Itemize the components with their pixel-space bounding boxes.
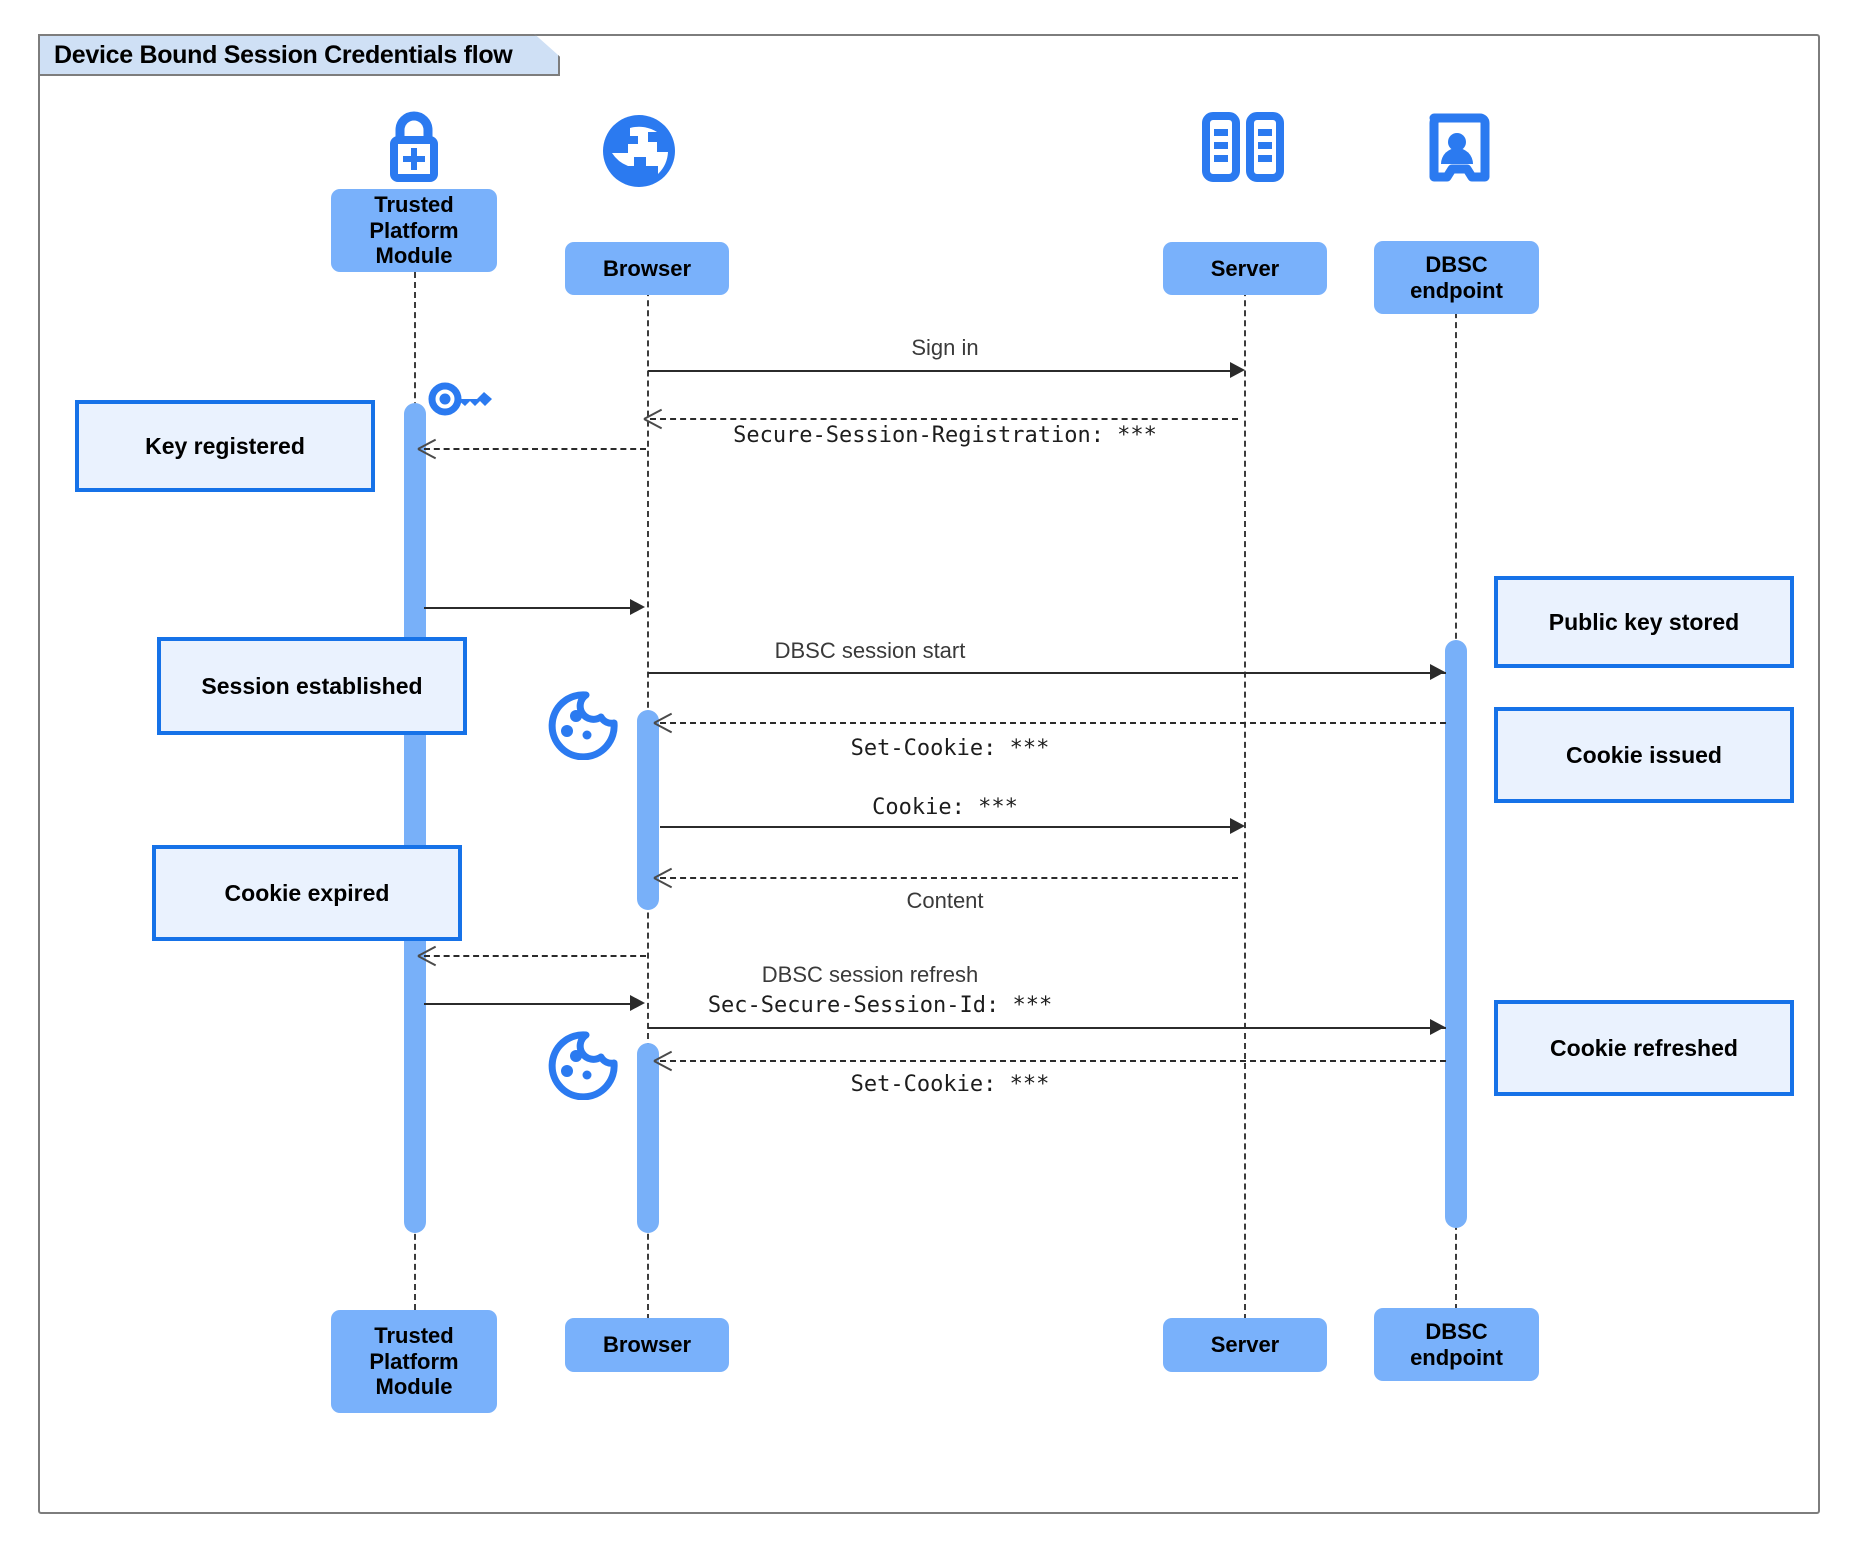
server-rack-icon: [1197, 112, 1289, 187]
participant-dbsc-bottom[interactable]: DBSC endpoint: [1374, 1308, 1539, 1381]
message-label-secure-session-registration: Secure-Session-Registration: ***: [733, 423, 1157, 448]
activation-bar-tpm: [404, 403, 426, 1233]
message-label-set-cookie-2: Set-Cookie: ***: [850, 1072, 1050, 1097]
arrowhead-tpm-sign-refresh: [630, 995, 645, 1011]
activation-bar-browser-1: [637, 710, 659, 910]
frame-title-tab: Device Bound Session Credentials flow: [38, 34, 560, 76]
participant-label: DBSC endpoint: [1410, 1318, 1503, 1370]
id-badge-icon: [1424, 112, 1490, 193]
cookie-icon: [546, 1030, 618, 1105]
cookie-icon: [546, 690, 618, 765]
participant-server-top[interactable]: Server: [1163, 242, 1327, 295]
lifeline-server: [1244, 250, 1246, 1320]
activation-bar-browser-2: [637, 1043, 659, 1233]
message-label-sec-secure-session-id: Sec-Secure-Session-Id: ***: [707, 993, 1053, 1018]
message-line-content: [660, 877, 1238, 879]
participant-browser-bottom[interactable]: Browser: [565, 1318, 729, 1372]
participant-label: Trusted Platform Module: [369, 191, 459, 269]
participant-label: Browser: [602, 1332, 692, 1358]
note-text: Public key stored: [1548, 608, 1740, 635]
note-text: Cookie refreshed: [1550, 1034, 1738, 1061]
arrowhead-set-cookie-1: [654, 709, 672, 735]
message-line-register-key-to-tpm: [424, 448, 646, 450]
globe-icon: [600, 112, 678, 195]
note-text: Cookie issued: [1566, 741, 1722, 768]
message-line-dbsc-session-start: [648, 672, 1446, 674]
participant-tpm-top[interactable]: Trusted Platform Module: [331, 189, 497, 272]
participant-dbsc-top[interactable]: DBSC endpoint: [1374, 241, 1539, 314]
message-line-sign-in: [648, 370, 1238, 372]
note-public-key-stored: Public key stored: [1494, 576, 1794, 668]
activation-bar-dbsc: [1445, 640, 1467, 1228]
note-session-established: Session established: [157, 637, 467, 735]
participant-label: Browser: [602, 255, 692, 281]
message-line-set-cookie-1: [660, 722, 1446, 724]
note-cookie-refreshed: Cookie refreshed: [1494, 1000, 1794, 1096]
note-key-registered: Key registered: [75, 400, 375, 492]
participant-server-bottom[interactable]: Server: [1163, 1318, 1327, 1372]
arrowhead-sec-secure-session-id: [1430, 1019, 1445, 1035]
participant-browser-top[interactable]: Browser: [565, 242, 729, 295]
arrowhead-cookie: [1230, 818, 1245, 834]
note-text: Session established: [201, 672, 423, 699]
message-label-set-cookie-1: Set-Cookie: ***: [850, 736, 1050, 761]
message-label-sign-in: Sign in: [911, 335, 979, 360]
arrowhead-dbsc-session-start: [1430, 664, 1445, 680]
arrowhead-register-key-to-tpm: [418, 435, 436, 461]
message-label-dbsc-session-start: DBSC session start: [774, 638, 966, 663]
note-text: Key registered: [145, 432, 305, 459]
page-title: Device Bound Session Credentials flow: [54, 40, 513, 69]
note-cookie-expired: Cookie expired: [152, 845, 462, 941]
message-line-secure-session-registration: [650, 418, 1238, 420]
message-line-tpm-to-browser: [424, 607, 636, 609]
message-line-tpm-sign-refresh: [424, 1003, 636, 1005]
note-text: Cookie expired: [224, 879, 390, 906]
participant-label: Trusted Platform Module: [369, 1322, 459, 1400]
participant-label: Server: [1210, 255, 1280, 281]
arrowhead-set-cookie-2: [654, 1047, 672, 1073]
message-line-sec-secure-session-id: [648, 1027, 1446, 1029]
arrowhead-content: [654, 864, 672, 890]
arrowhead-dbsc-session-refresh: [418, 942, 436, 968]
arrowhead-sign-in: [1230, 362, 1245, 378]
arrowhead-tpm-to-browser: [630, 599, 645, 615]
key-icon: [428, 377, 498, 426]
message-line-set-cookie-2: [660, 1060, 1446, 1062]
padlock-plus-icon: [372, 108, 456, 191]
message-line-cookie: [660, 826, 1238, 828]
message-label-content: Content: [906, 888, 984, 913]
arrowhead-secure-session-registration: [644, 405, 662, 431]
message-label-cookie: Cookie: ***: [872, 795, 1018, 820]
participant-label: DBSC endpoint: [1410, 251, 1503, 303]
note-cookie-issued: Cookie issued: [1494, 707, 1794, 803]
message-line-dbsc-session-refresh: [424, 955, 646, 957]
participant-tpm-bottom[interactable]: Trusted Platform Module: [331, 1310, 497, 1413]
message-label-dbsc-session-refresh: DBSC session refresh: [761, 962, 979, 987]
participant-label: Server: [1210, 1332, 1280, 1358]
